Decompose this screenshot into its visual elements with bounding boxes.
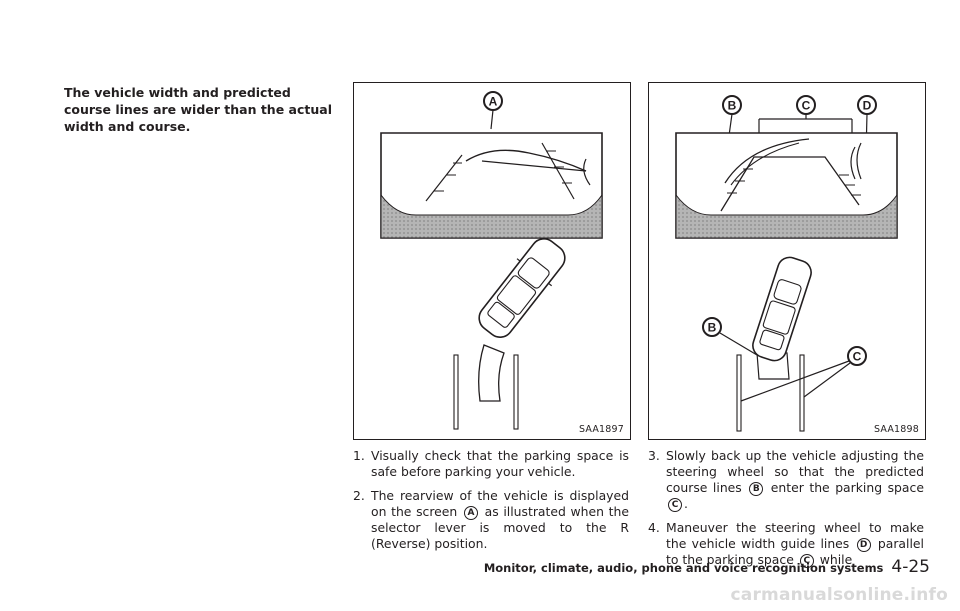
steps-right: 3. Slowly back up the vehicle adjusting …: [648, 448, 924, 576]
guideline-illustration: B C D: [675, 95, 898, 432]
step-number: 3.: [648, 448, 660, 463]
step-text: enter the parking space: [770, 480, 924, 495]
ref-marker-c: C: [799, 554, 814, 568]
svg-text:A: A: [489, 95, 498, 109]
ref-marker-c: C: [668, 498, 682, 512]
step-text: The rearview of the vehicle is displayed…: [371, 488, 629, 519]
svg-text:B: B: [708, 321, 717, 335]
section-title: Monitor, climate, audio, phone and voice…: [483, 561, 884, 575]
figure-code: SAA1897: [578, 424, 624, 435]
ref-marker-a: A: [463, 506, 478, 520]
callout-b-bottom: B: [702, 317, 758, 356]
monitor-screen: [675, 132, 898, 239]
step-number: 4.: [648, 520, 660, 535]
step-text: while: [819, 552, 853, 567]
callout-a: A: [483, 91, 503, 130]
step-1: 1. Visually check that the parking space…: [353, 448, 629, 480]
ref-marker-d: D: [856, 538, 871, 552]
step-number: 2.: [353, 488, 365, 503]
figure-rearview-initial: A: [353, 82, 631, 440]
svg-text:D: D: [863, 99, 872, 113]
vehicle-and-parking-space: [736, 256, 812, 432]
page-number: 4-25: [891, 557, 930, 577]
step-text: as illustrated when the selector lever i…: [371, 504, 629, 551]
figure-rearview-guidelines: B C D: [648, 82, 926, 440]
step-text: parallel to the parking space: [666, 536, 924, 567]
page-footer: Monitor, climate, audio, phone and voice…: [484, 557, 930, 577]
watermark: carmanualsonline.info: [730, 585, 948, 605]
step-3: 3. Slowly back up the vehicle adjusting …: [648, 448, 924, 512]
rearview-illustration: A: [380, 91, 603, 430]
step-2: 2. The rearview of the vehicle is displa…: [353, 488, 629, 552]
intro-paragraph: The vehicle width and predicted course l…: [64, 85, 332, 134]
step-text: .: [684, 496, 688, 511]
ref-marker-b: B: [749, 482, 764, 496]
monitor-screen: [380, 132, 603, 239]
svg-text:C: C: [802, 99, 811, 113]
step-text: Maneuver the steering wheel to make the …: [666, 520, 924, 551]
step-text: Visually check that the parking space is…: [371, 448, 629, 479]
figure-code: SAA1898: [873, 424, 919, 435]
callout-c-bottom: C: [740, 346, 867, 402]
step-4: 4. Maneuver the steering wheel to make t…: [648, 520, 924, 568]
step-text: Slowly back up the vehicle adjusting the…: [666, 448, 924, 495]
steps-left: 1. Visually check that the parking space…: [353, 448, 629, 560]
svg-text:C: C: [853, 350, 862, 364]
callout-c-top: C: [758, 95, 853, 133]
step-number: 1.: [353, 448, 365, 463]
vehicle-and-parking-space: [453, 238, 566, 430]
svg-text:B: B: [728, 99, 737, 113]
